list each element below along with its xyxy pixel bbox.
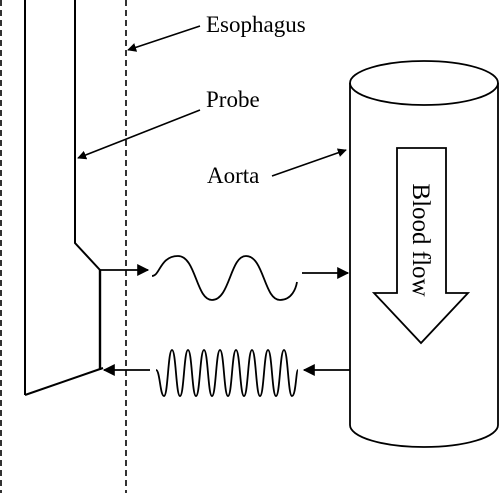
esophagus-walls [0,0,127,493]
esophagus-leader-line [127,25,201,52]
aorta-vessel [349,60,499,448]
reflected-wave-sine [155,349,299,397]
probe-bottom-edge [24,367,104,396]
probe-label: Probe [206,87,260,112]
probe-leader-line [77,109,201,160]
aorta-top-opening [349,60,499,106]
esophagus-label: Esophagus [206,12,306,37]
aorta-label: Aorta [207,163,259,188]
aorta-leader-line [271,148,347,177]
aorta-body [349,83,499,448]
emitted-ultrasound-wave [100,255,350,301]
leader-lines [77,25,347,177]
blood-flow-label: Blood flow [407,183,434,296]
probe [24,0,104,396]
blood-flow-arrow [371,147,471,345]
reflected-ultrasound-wave [102,349,350,397]
emitted-wave-sine [151,255,298,301]
probe-right-edge [74,0,101,271]
